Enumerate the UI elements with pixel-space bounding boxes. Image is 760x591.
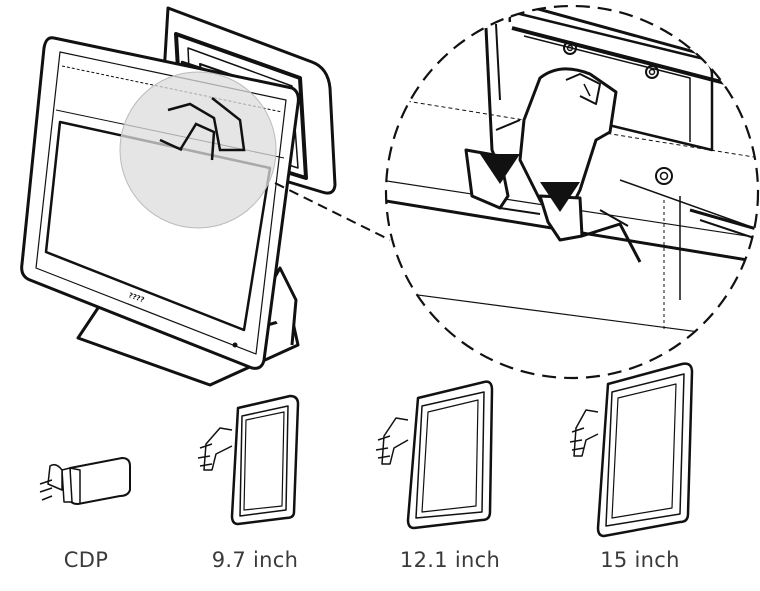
display-9-7-inch bbox=[197, 394, 300, 526]
display-15-inch bbox=[569, 362, 694, 538]
arrow-marker-right bbox=[540, 182, 580, 212]
display-12-1-inch bbox=[375, 380, 494, 530]
zoom-detail bbox=[386, 6, 758, 378]
option-label-9-7-inch: 9.7 inch bbox=[211, 548, 299, 572]
option-label-12-1-inch: 12.1 inch bbox=[399, 548, 501, 572]
option-label-cdp: CDP bbox=[63, 548, 109, 572]
zoom-circle-border bbox=[384, 4, 760, 380]
option-label-15-inch: 15 inch bbox=[600, 548, 680, 572]
magnify-highlight-circle bbox=[119, 71, 277, 229]
zoom-leader-line bbox=[274, 182, 391, 241]
arrow-marker-left bbox=[480, 154, 520, 184]
cdp-device bbox=[39, 457, 131, 505]
